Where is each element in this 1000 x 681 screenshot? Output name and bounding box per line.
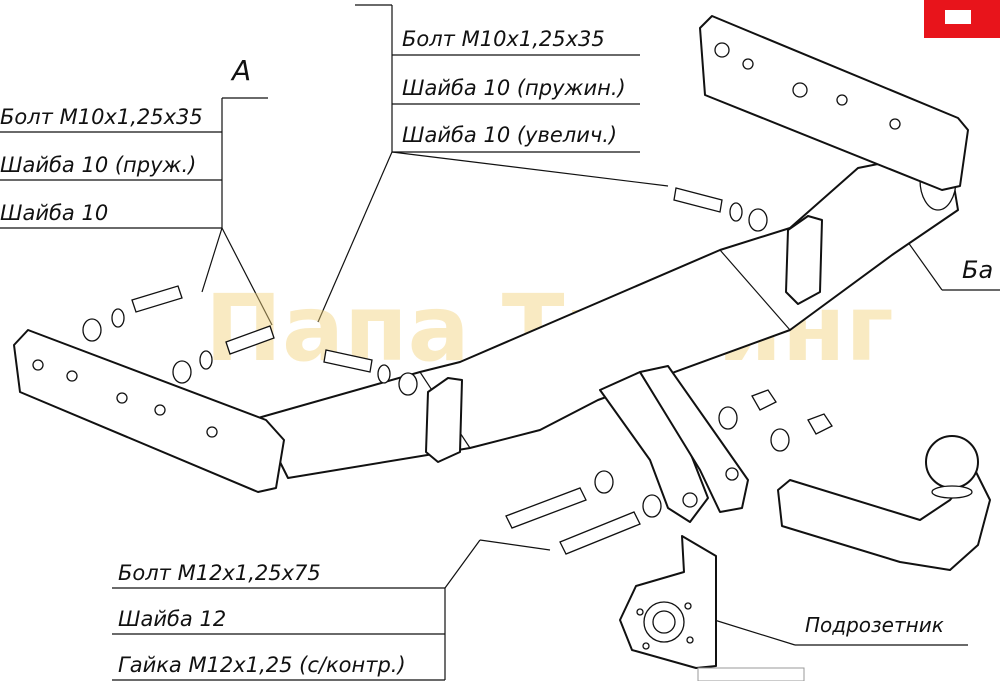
label-bottom-nut: Гайка М12х1,25 (с/контр.) bbox=[118, 653, 406, 677]
label-left-washer: Шайба 10 bbox=[0, 201, 108, 225]
view-letter: А bbox=[230, 54, 251, 87]
ball-mount-brackets bbox=[599, 365, 749, 523]
bottom-fasteners bbox=[505, 389, 833, 555]
left-label-block: Болт М10х1,25х35 Шайба 10 (пруж.) Шайба … bbox=[0, 98, 273, 326]
label-top-spring-washer: Шайба 10 (пружин.) bbox=[402, 76, 626, 100]
label-top-large-washer: Шайба 10 (увелич.) bbox=[402, 123, 617, 147]
label-left-spring-washer: Шайба 10 (пруж.) bbox=[0, 153, 196, 177]
label-bottom-bolt: Болт М12х1,25х75 bbox=[118, 561, 321, 585]
label-right-partial: Ба bbox=[962, 256, 993, 284]
top-label-block: Болт М10х1,25х35 Шайба 10 (пружин.) Шайб… bbox=[317, 4, 669, 323]
left-mounting-plate bbox=[13, 329, 285, 493]
label-left-bolt: Болт М10х1,25х35 bbox=[0, 105, 203, 129]
label-socket-bracket: Подрозетник bbox=[805, 613, 944, 637]
label-top-bolt: Болт М10х1,25х35 bbox=[402, 27, 605, 51]
tow-ball-arm bbox=[777, 435, 991, 571]
socket-bracket bbox=[619, 535, 717, 669]
bottom-strip bbox=[697, 667, 805, 681]
label-bottom-washer: Шайба 12 bbox=[118, 607, 226, 631]
right-bracket bbox=[785, 215, 823, 305]
red-badge-icon bbox=[924, 0, 1000, 38]
left-fasteners bbox=[82, 285, 275, 384]
right-mounting-plate bbox=[699, 15, 969, 191]
top-fasteners bbox=[323, 187, 768, 396]
left-bracket bbox=[425, 377, 463, 463]
bottom-label-block: Болт М12х1,25х75 Шайба 12 Гайка М12х1,25… bbox=[112, 539, 551, 681]
